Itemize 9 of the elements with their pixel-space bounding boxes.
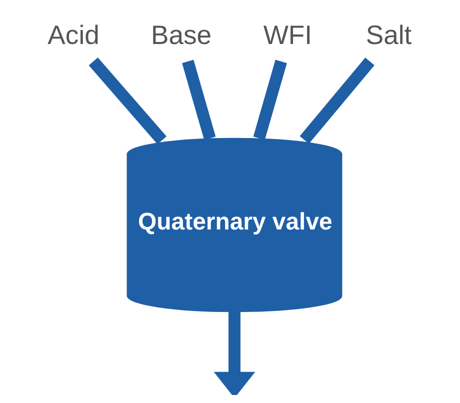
node-text: Acid (47, 20, 99, 50)
node-text: Base (150, 20, 212, 50)
node-text: WFI (262, 20, 312, 50)
connector (182, 60, 216, 140)
connector (252, 60, 286, 140)
node-text: Salt (365, 20, 412, 50)
arrow (213, 312, 255, 395)
connector (299, 58, 374, 144)
connector (88, 57, 166, 144)
